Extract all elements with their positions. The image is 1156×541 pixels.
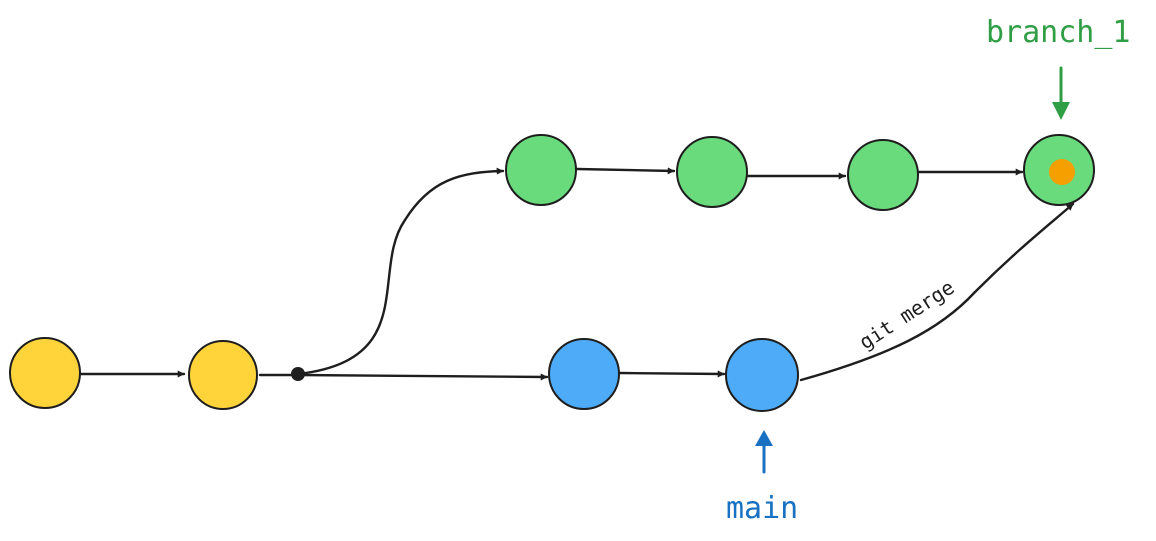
branch-pointer-arrow: [1052, 66, 1070, 120]
branch-commit-1: [505, 134, 577, 206]
base-commit-1: [9, 337, 81, 409]
base-commit-2: [188, 340, 258, 410]
edge-branch-commit-1-2: [575, 167, 676, 175]
branch-commit-2: [676, 136, 748, 208]
edge-branchpoint-branch-commit-1: [296, 167, 505, 376]
main-pointer-arrow: [755, 430, 773, 474]
edge-branchpoint-main-commit-1: [296, 373, 549, 381]
branch-label: branch_1: [986, 15, 1131, 50]
edge-main-commit-1-2: [618, 370, 726, 378]
branch-commit-3: [847, 139, 919, 211]
head-marker: [1049, 159, 1075, 185]
edge-merge: [799, 202, 1075, 382]
main-commit-2: [725, 338, 799, 412]
branch-point: [291, 367, 305, 381]
main-label: main: [726, 491, 798, 526]
main-commit-1: [548, 338, 620, 410]
